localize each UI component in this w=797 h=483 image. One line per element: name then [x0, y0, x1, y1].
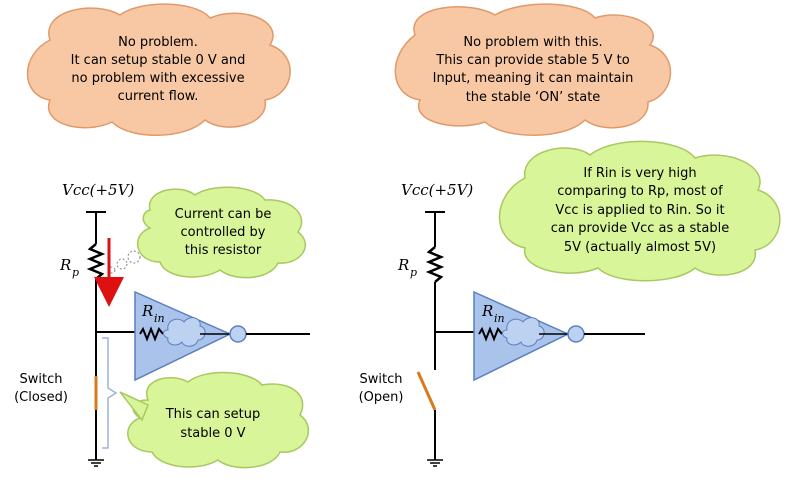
right-output-bubble [567, 325, 585, 343]
cloud-top-left-line-2: It can setup stable 0 V and [71, 53, 246, 68]
right-switch-label-1: Switch [360, 372, 403, 387]
right-circuit: Vcc(+5V) R p R in Switch (Open) [359, 181, 645, 467]
left-switch-label-1: Switch [20, 372, 63, 387]
cloud-resistor-note-line-2: controlled by [180, 225, 265, 240]
cloud-resistor-note-line-3: this resistor [185, 243, 262, 258]
left-circuit: Vcc(+5V) R p R in Switch (Closed) [14, 181, 310, 467]
cloud-rin-note-line-1: If Rin is very high [583, 166, 696, 181]
left-bracket [102, 337, 118, 449]
right-rin-label: R [481, 302, 493, 320]
cloud-zero-volt-note: This can setup stable 0 V [119, 371, 310, 469]
cloud-rin-note-line-2: comparing to Rp, most of [557, 184, 723, 199]
cloud-rin-note-line-3: Vcc is applied to Rin. So it [555, 203, 724, 218]
left-rin-sub: in [154, 312, 165, 325]
cloud-top-right-line-2: This can provide stable 5 V to [435, 53, 629, 68]
left-output-bubble [229, 325, 247, 343]
right-supply-label: Vcc(+5V) [401, 181, 473, 199]
cloud-zero-volt-note-line-1: This can setup [165, 407, 261, 422]
cloud-top-right: No problem with this. This can provide s… [394, 3, 672, 136]
cloud-top-left: No problem. It can setup stable 0 V and … [26, 3, 291, 136]
cloud-top-left-line-1: No problem. [118, 35, 198, 50]
cloud-resistor-note-line-1: Current can be [175, 207, 272, 222]
cloud-rin-note-line-4: can provide Vcc as a stable [551, 221, 729, 236]
cloud-top-right-line-3: Input, meaning it can maintain [433, 71, 634, 86]
cloud-top-right-line-1: No problem with this. [463, 35, 602, 50]
cloud-top-right-line-4: the stable ‘ON’ state [466, 90, 601, 105]
left-resistor-rp [86, 243, 106, 280]
left-resistor-sub: p [72, 266, 79, 279]
cloud-rin-note: If Rin is very high comparing to Rp, mos… [498, 140, 781, 282]
cloud-rin-note-line-5: 5V (actually almost 5V) [564, 240, 716, 255]
left-switch-label-2: (Closed) [14, 390, 68, 405]
left-supply-label: Vcc(+5V) [62, 181, 134, 199]
left-rin-label: R [141, 302, 153, 320]
right-switch-open [416, 371, 437, 411]
right-resistor-rp [425, 246, 445, 283]
cloud-top-left-line-3: no problem with excessive [71, 71, 244, 86]
right-resistor-sub: p [410, 266, 417, 279]
right-resistor-label: R [397, 256, 409, 274]
left-resistor-label: R [59, 256, 71, 274]
cloud-top-left-line-4: current flow. [118, 89, 199, 104]
right-switch-label-2: (Open) [359, 390, 404, 405]
cloud-resistor-note: Current can be controlled by this resist… [108, 186, 307, 279]
cloud-zero-volt-note-line-2: stable 0 V [180, 426, 245, 441]
right-rin-sub: in [494, 312, 505, 325]
